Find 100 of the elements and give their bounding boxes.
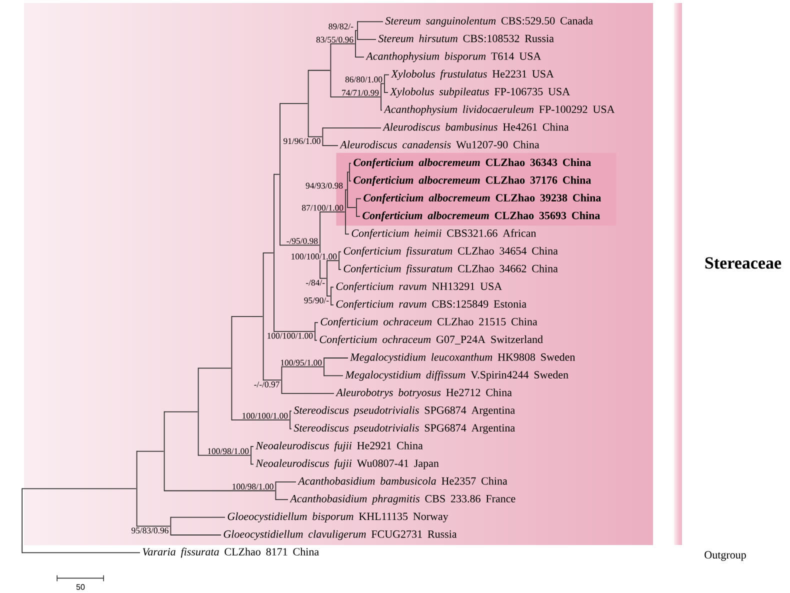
support-value: 89/82/- [328, 23, 354, 30]
branch-line [281, 366, 324, 368]
support-value: 87/100/1.00 [302, 204, 344, 211]
branch-line [164, 490, 276, 492]
branch-line [345, 234, 350, 235]
taxon-label: Conferticium ochraceum CLZhao 21515 China [320, 318, 538, 328]
support-value: 86/80/1.00 [345, 76, 382, 82]
branch-line [198, 368, 232, 369]
taxon-label: Conferticium albocremeum CLZhao 36343 China [354, 158, 591, 168]
branch-line [22, 552, 140, 554]
taxon-label: Megalocystidium diffissum V.Spirin4244 Sweden [345, 370, 568, 381]
branch-line [231, 316, 264, 317]
taxon-label: Conferticium ravum NH13291 USA [336, 282, 502, 292]
support-value: -/-/0.97 [254, 382, 280, 388]
taxon-label: Conferticium fissuratum CLZhao 34662 China [344, 264, 558, 275]
branch-line [170, 534, 222, 536]
taxon-label: Conferticium heimii CBS321.66 African [352, 229, 536, 240]
branch-line [330, 96, 381, 98]
branch-line [262, 380, 282, 381]
support-value: 74/71/0.99 [342, 90, 379, 96]
support-value: 94/93/0.98 [306, 182, 343, 189]
branch-line [308, 136, 322, 138]
branch-line [314, 340, 318, 341]
branch-line [330, 286, 334, 288]
branch-line [280, 103, 308, 104]
taxon-label: Stereodiscus pseudotrivialis SPG6874 Argentina [294, 424, 515, 434]
taxon-label: Xylobolus frustulatus He2231 USA [390, 70, 554, 80]
support-value: 95/90/- [304, 297, 329, 304]
branch-line [22, 488, 137, 490]
taxon-label: Acanthophysium bisporum T614 USA [366, 52, 542, 62]
branch-line [262, 252, 274, 254]
branch-line [136, 526, 170, 527]
branch-line [274, 174, 280, 175]
support-value: 100/98/1.00 [208, 448, 249, 454]
clade-name: Outgroup [704, 551, 746, 561]
taxon-label: Neoaleurodiscus fujii He2921 China [256, 441, 423, 452]
branch-line [136, 450, 164, 452]
branch-line [322, 145, 338, 146]
taxon-label: Conferticium albocremeum CLZhao 37176 China [354, 176, 591, 186]
support-value: -/84/- [306, 280, 325, 286]
taxon-label: Conferticium ravum CBS:125849 Estonia [336, 300, 526, 310]
branch-line [280, 244, 320, 246]
taxon-label: Aleurodiscus canadensis Wu1207-90 China [340, 140, 540, 148]
branch-line [308, 70, 330, 71]
branch-line [384, 74, 390, 76]
clade-name: Stereaceae [705, 257, 782, 269]
branch-line [250, 464, 254, 465]
support-value: 95/83/0.96 [132, 528, 168, 534]
taxon-label: Megalocystidium leucoxanthum HK9808 Sweden [350, 353, 576, 364]
taxon-label: Stereum hirsutum CBS:108532 Russia [378, 34, 554, 42]
branch-line [322, 127, 382, 128]
branch-line [275, 481, 296, 482]
branch-line [380, 83, 384, 84]
branch-line [275, 499, 288, 500]
branch-line [198, 454, 251, 456]
taxon-label: Conferticium ochraceum G07_P24A Switzerland [320, 335, 543, 346]
branch-line [345, 189, 348, 190]
branch-line [356, 198, 362, 200]
branch-line [320, 278, 327, 279]
taxon-label: Neoaleurodiscus fujii Wu0807-41 Japan [256, 459, 439, 470]
support-value: 100/100/1.00 [242, 412, 288, 419]
taxon-label: Conferticium fissuratum CLZhao 34654 China [344, 246, 558, 257]
branch-line [324, 375, 344, 376]
taxon-label: Acanthophysium lividocaeruleum FP-100292 USA [384, 105, 615, 116]
taxon-label: Acanthobasidium phragmitis CBS 233.86 France [290, 494, 516, 505]
taxon-label: Acanthobasidium bambusicola He2357 China [298, 476, 508, 485]
branch-line [357, 21, 384, 22]
branch-line [170, 516, 226, 518]
branch-line [357, 38, 376, 40]
support-value: 91/96/1.00 [284, 138, 320, 144]
branch-line [330, 43, 356, 44]
taxon-label: Aleurodiscus bambusinus He4261 China [382, 122, 569, 131]
branch-line [164, 411, 198, 412]
taxon-label: Conferticium albocremeum CLZhao 35693 China [362, 211, 600, 222]
branch-line [338, 269, 342, 270]
support-value: 100/95/1.00 [280, 360, 322, 366]
branch-line [384, 92, 388, 93]
branch-line [326, 260, 339, 262]
branch-line [250, 446, 254, 447]
support-value: 83/55/0.96 [316, 36, 354, 43]
branch-line [281, 392, 334, 394]
branch-line [349, 162, 352, 164]
support-value: 100/98/1.00 [232, 484, 274, 490]
taxon-label: Aleurobotrys botryosus He2712 China [336, 388, 512, 398]
taxon-label: Stereum sanguinolentum CBS:529.50 Canada [385, 16, 593, 27]
branch-line [290, 428, 292, 430]
scale-label: 50 [76, 584, 85, 590]
support-value: 100/100/1.00 [268, 332, 313, 339]
taxon-label: Gloeocystidiellum clavuligerum FCUG2731 Russia [224, 530, 457, 540]
shaded-band [24, 3, 654, 546]
taxon-label: Gloeocystidiellum bisporum KHL11135 Norway [228, 512, 448, 522]
taxon-label: Stereodiscus pseudotrivialis SPG6874 Argentina [294, 406, 515, 416]
taxon-label: Xylobolus subpileatus FP-106735 USA [390, 88, 570, 98]
branch-line [355, 56, 364, 58]
taxon-label: Vararia fissurata CLZhao 8171 China [142, 548, 319, 558]
branch-line [347, 207, 356, 208]
branch-line [330, 304, 334, 306]
taxon-label: Conferticium albocremeum CLZhao 39238 China [364, 194, 601, 204]
branch-line [347, 172, 350, 173]
branch-line [356, 216, 360, 217]
